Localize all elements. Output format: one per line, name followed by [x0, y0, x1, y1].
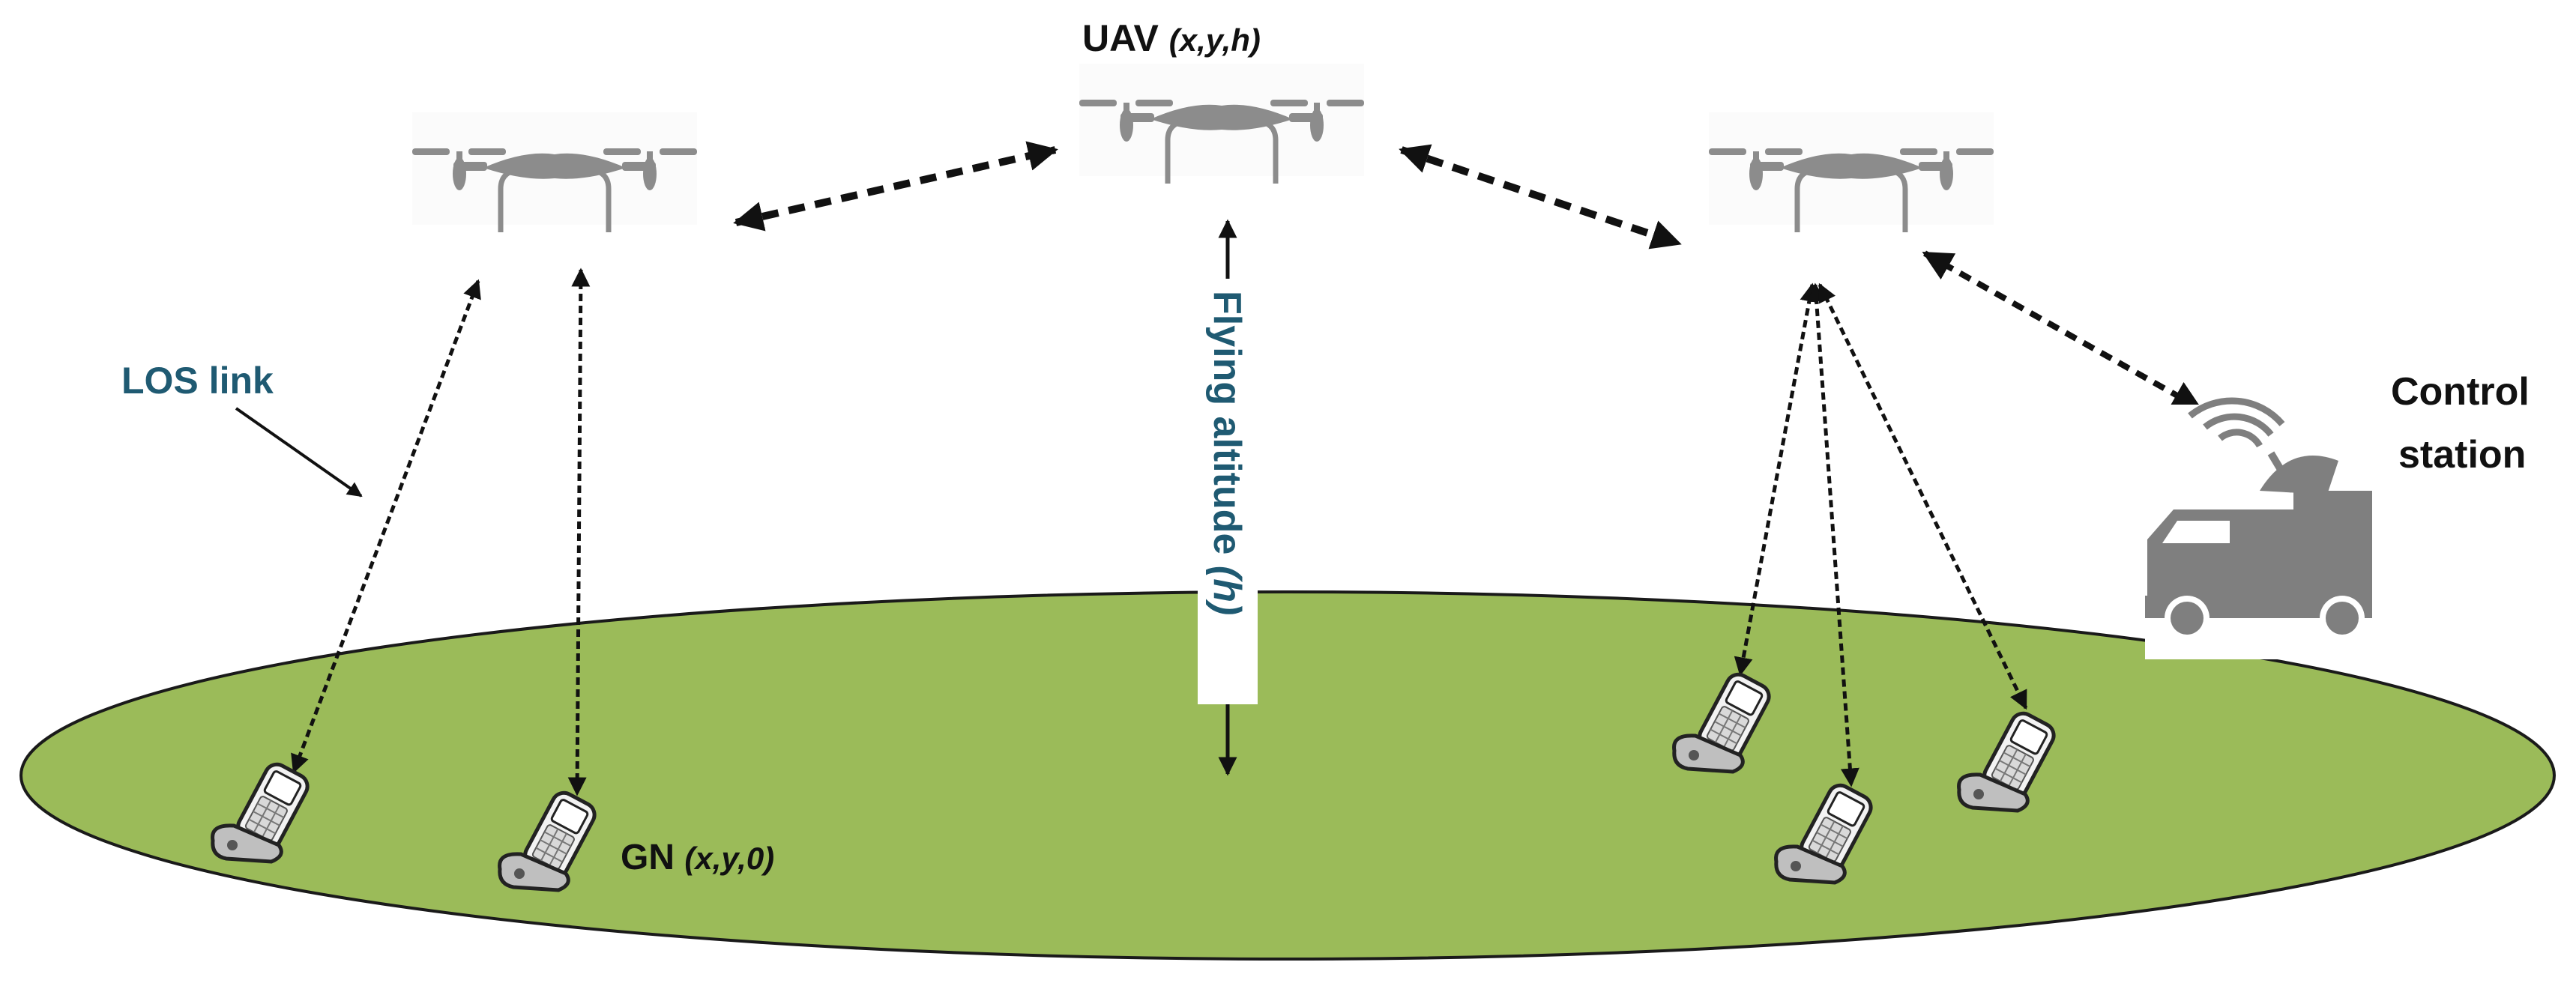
los-link-label: LOS link [121, 360, 274, 402]
los-link-line [1734, 282, 1819, 677]
los-link-pointer [235, 407, 363, 498]
uav-link-center-right [1399, 144, 1682, 250]
flying-altitude-label: Flying altitude (h) [1205, 291, 1249, 615]
los-link-line [567, 267, 591, 796]
uav-right-icon [1709, 112, 1994, 232]
los-link-line [1818, 282, 2028, 710]
uav-center-icon [1079, 64, 1364, 184]
uav-label: UAV (x,y,h) [1082, 17, 1261, 59]
control-station-truck-icon [2145, 397, 2392, 659]
altitude-label-bg [1198, 279, 1258, 704]
uav-link-left-center [733, 141, 1058, 232]
uav-link-right-control [1922, 250, 2203, 411]
control-station-label: Control station [2391, 370, 2540, 477]
los-link-line [291, 279, 481, 774]
ground-node-label: GN (x,y,0) [621, 838, 774, 877]
uav-left-icon [412, 112, 697, 232]
